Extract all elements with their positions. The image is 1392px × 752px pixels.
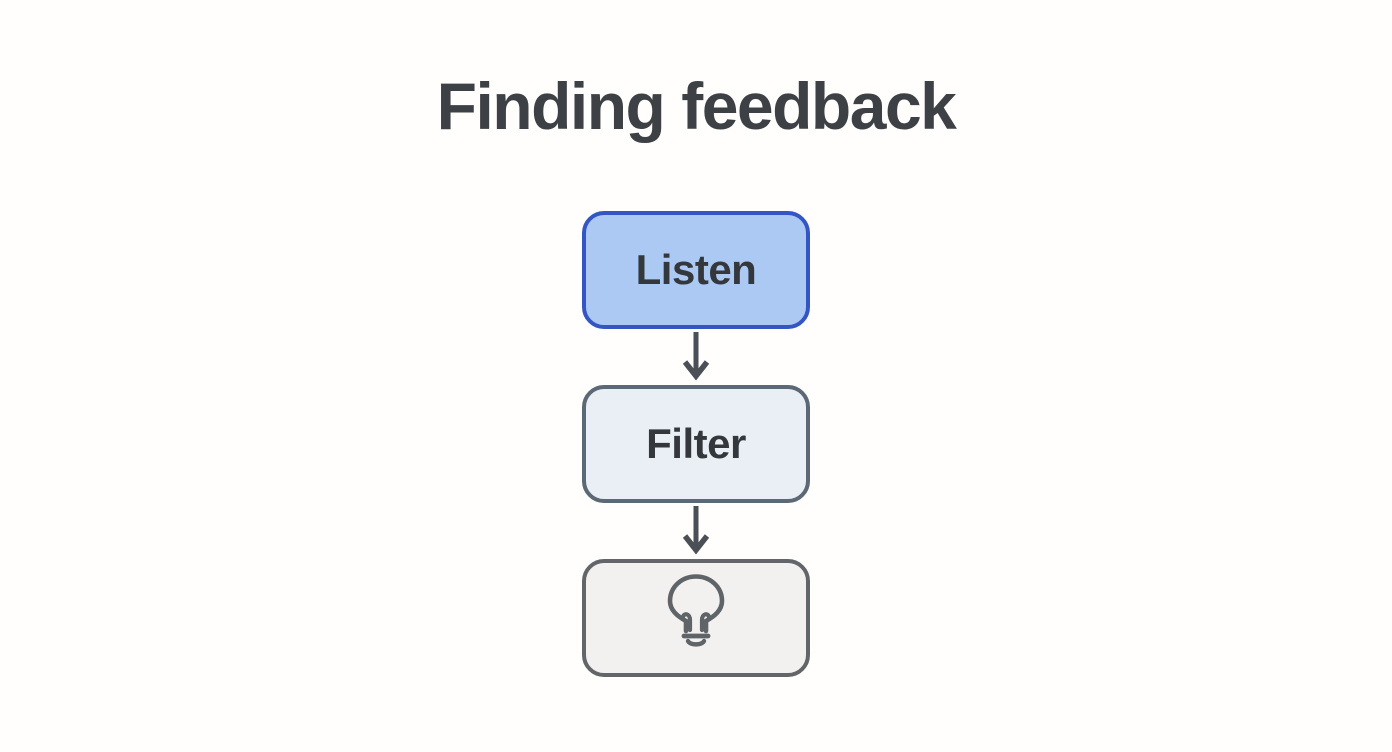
flowchart: Listen Filter <box>582 211 810 677</box>
arrow-filter-to-idea <box>681 503 711 559</box>
node-listen-label: Listen <box>635 246 757 293</box>
page-title: Finding feedback <box>436 69 957 143</box>
arrow-listen-to-filter <box>681 329 711 385</box>
node-filter[interactable]: Filter <box>582 385 810 503</box>
arrow-down-icon <box>682 506 710 555</box>
lightbulb-icon <box>667 574 725 647</box>
node-listen[interactable]: Listen <box>582 211 810 329</box>
node-filter-label: Filter <box>646 420 746 467</box>
arrow-down-icon <box>682 332 710 381</box>
node-idea[interactable] <box>582 559 810 677</box>
